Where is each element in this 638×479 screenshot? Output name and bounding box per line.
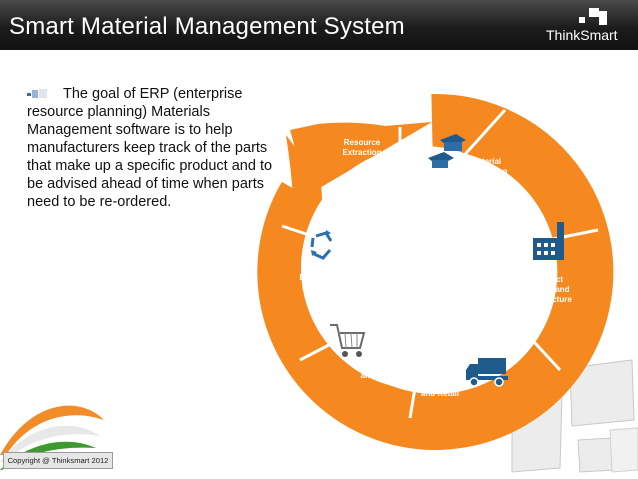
thinksmart-logo-icon — [579, 8, 607, 25]
goal-text: The goal of ERP (enterprise resource pla… — [27, 86, 273, 210]
recycle-icon — [305, 228, 339, 262]
title-bar: Smart Material Management System ThinkSm… — [0, 0, 638, 50]
truck-icon — [466, 358, 508, 387]
resource-extraction-icon — [440, 134, 466, 151]
copyright-label: Copyright @ Thinksmart 2012 — [3, 452, 113, 469]
shopping-cart-icon — [330, 324, 366, 357]
bullet-icon — [27, 89, 51, 99]
slide-title: Smart Material Management System — [9, 13, 405, 40]
brand-name: ThinkSmart — [546, 27, 618, 43]
goal-paragraph: The goal of ERP (enterprise resource pla… — [27, 85, 282, 211]
factory-icon — [533, 222, 564, 260]
material-processing-icon — [428, 152, 454, 168]
